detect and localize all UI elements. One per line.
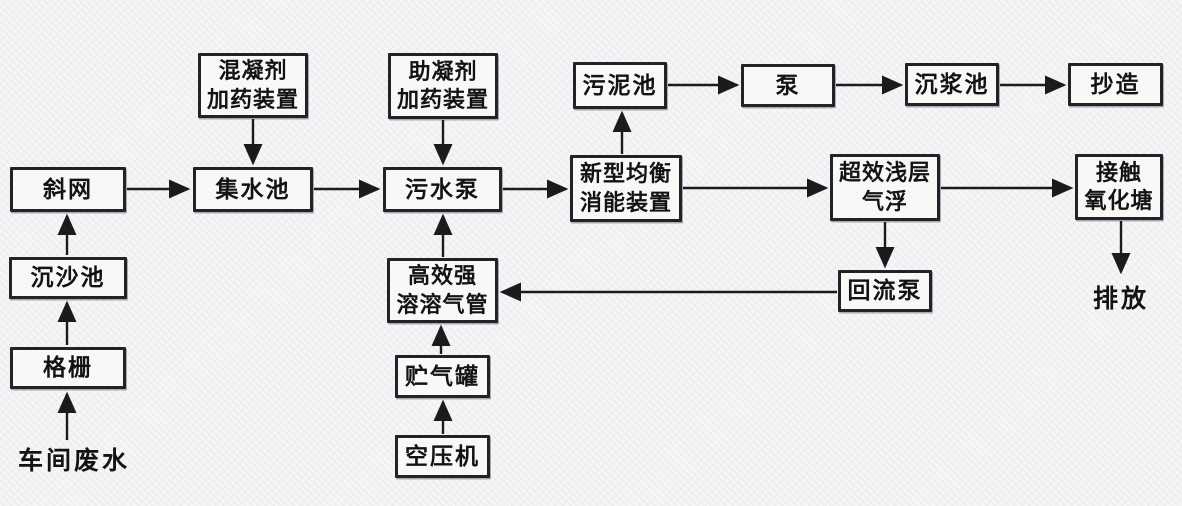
label-che-jian-fei-shui: 车间废水: [18, 447, 131, 475]
node-ge-shan: 格栅: [10, 347, 126, 389]
node-xie-wang: 斜网: [10, 167, 126, 212]
node-zhu-qi-guan: 贮气罐: [395, 355, 490, 398]
node-gao-xiao-rong-qi: 高效强 溶溶气管: [387, 258, 498, 323]
node-chao-zao: 抄造: [1068, 63, 1163, 106]
node-wu-ni-chi: 污泥池: [573, 62, 667, 109]
node-kong-ya-ji: 空压机: [395, 435, 490, 478]
node-xin-xing-jun-heng: 新型均衡 消能装置: [570, 155, 682, 222]
label-pai-fang: 排放: [1093, 285, 1150, 313]
node-chao-xiao-qian-ceng: 超效浅层 气浮: [830, 154, 940, 221]
node-jie-chu-yang-hua: 接触 氧化塘: [1075, 154, 1163, 220]
node-wu-shui-beng: 污水泵: [383, 167, 502, 212]
node-chen-jiang-chi: 沉浆池: [905, 63, 999, 106]
node-zhu-ning-ji-jia-yao: 助凝剂 加药装置: [388, 53, 498, 119]
node-chen-sha-chi: 沉沙池: [9, 257, 127, 299]
node-ji-shui-chi: 集水池: [193, 167, 313, 212]
node-hun-ning-ji-jia-yao: 混凝剂 加药装置: [198, 53, 308, 118]
node-hui-liu-beng: 回流泵: [838, 270, 932, 312]
node-beng: 泵: [741, 64, 835, 107]
